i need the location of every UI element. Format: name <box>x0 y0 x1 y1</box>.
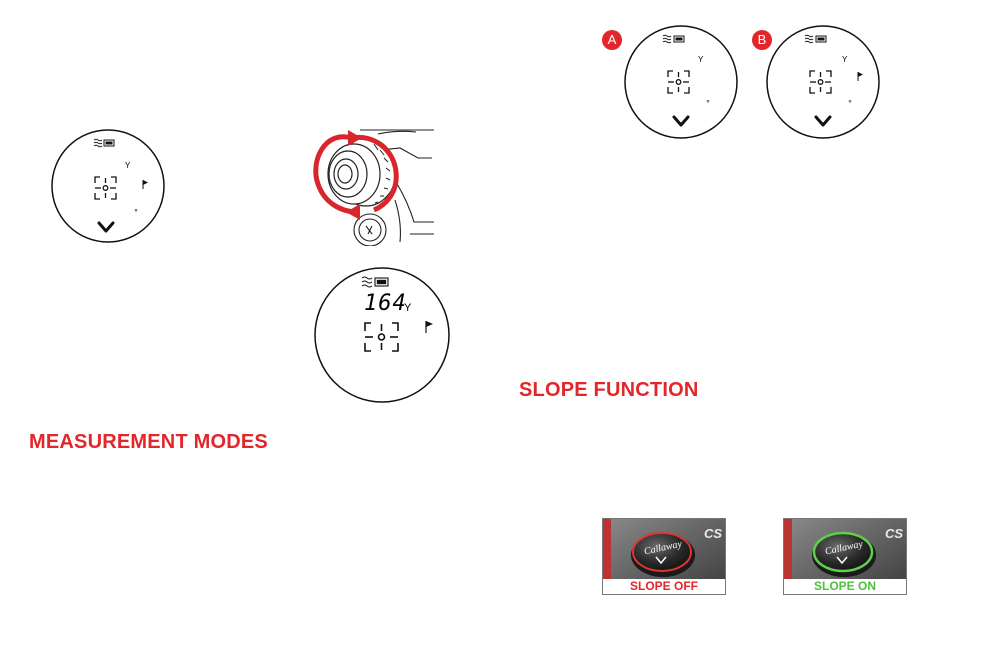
unit-label: Y <box>125 161 131 170</box>
degree-symbol: ° <box>134 208 138 217</box>
slope-off-caption: SLOPE OFF <box>603 579 725 594</box>
device-illustration <box>300 122 440 246</box>
unit-label: Y <box>698 55 704 64</box>
viewfinder-small-left: Y ° <box>50 128 166 244</box>
slope-on-caption: SLOPE ON <box>784 579 906 594</box>
badge-a: A <box>602 30 622 50</box>
cs-mark: CS <box>704 526 722 541</box>
degree-symbol: ° <box>706 99 710 108</box>
viewfinder-b: Y ° <box>765 24 881 140</box>
degree-symbol: ° <box>848 99 852 108</box>
cs-mark: CS <box>885 526 903 541</box>
unit-label: Y <box>842 55 848 64</box>
viewfinder-large: 164 Y <box>312 266 452 404</box>
slope-off-photo: Callaway CS SLOPE OFF <box>602 518 726 595</box>
viewfinder-a: Y ° <box>623 24 739 140</box>
unit-label: Y <box>404 302 412 314</box>
measurement-modes-heading: MEASUREMENT MODES <box>29 431 268 454</box>
slope-on-photo: Callaway CS SLOPE ON <box>783 518 907 595</box>
slope-function-heading: SLOPE FUNCTION <box>519 379 698 402</box>
distance-readout: 164 <box>364 291 407 316</box>
